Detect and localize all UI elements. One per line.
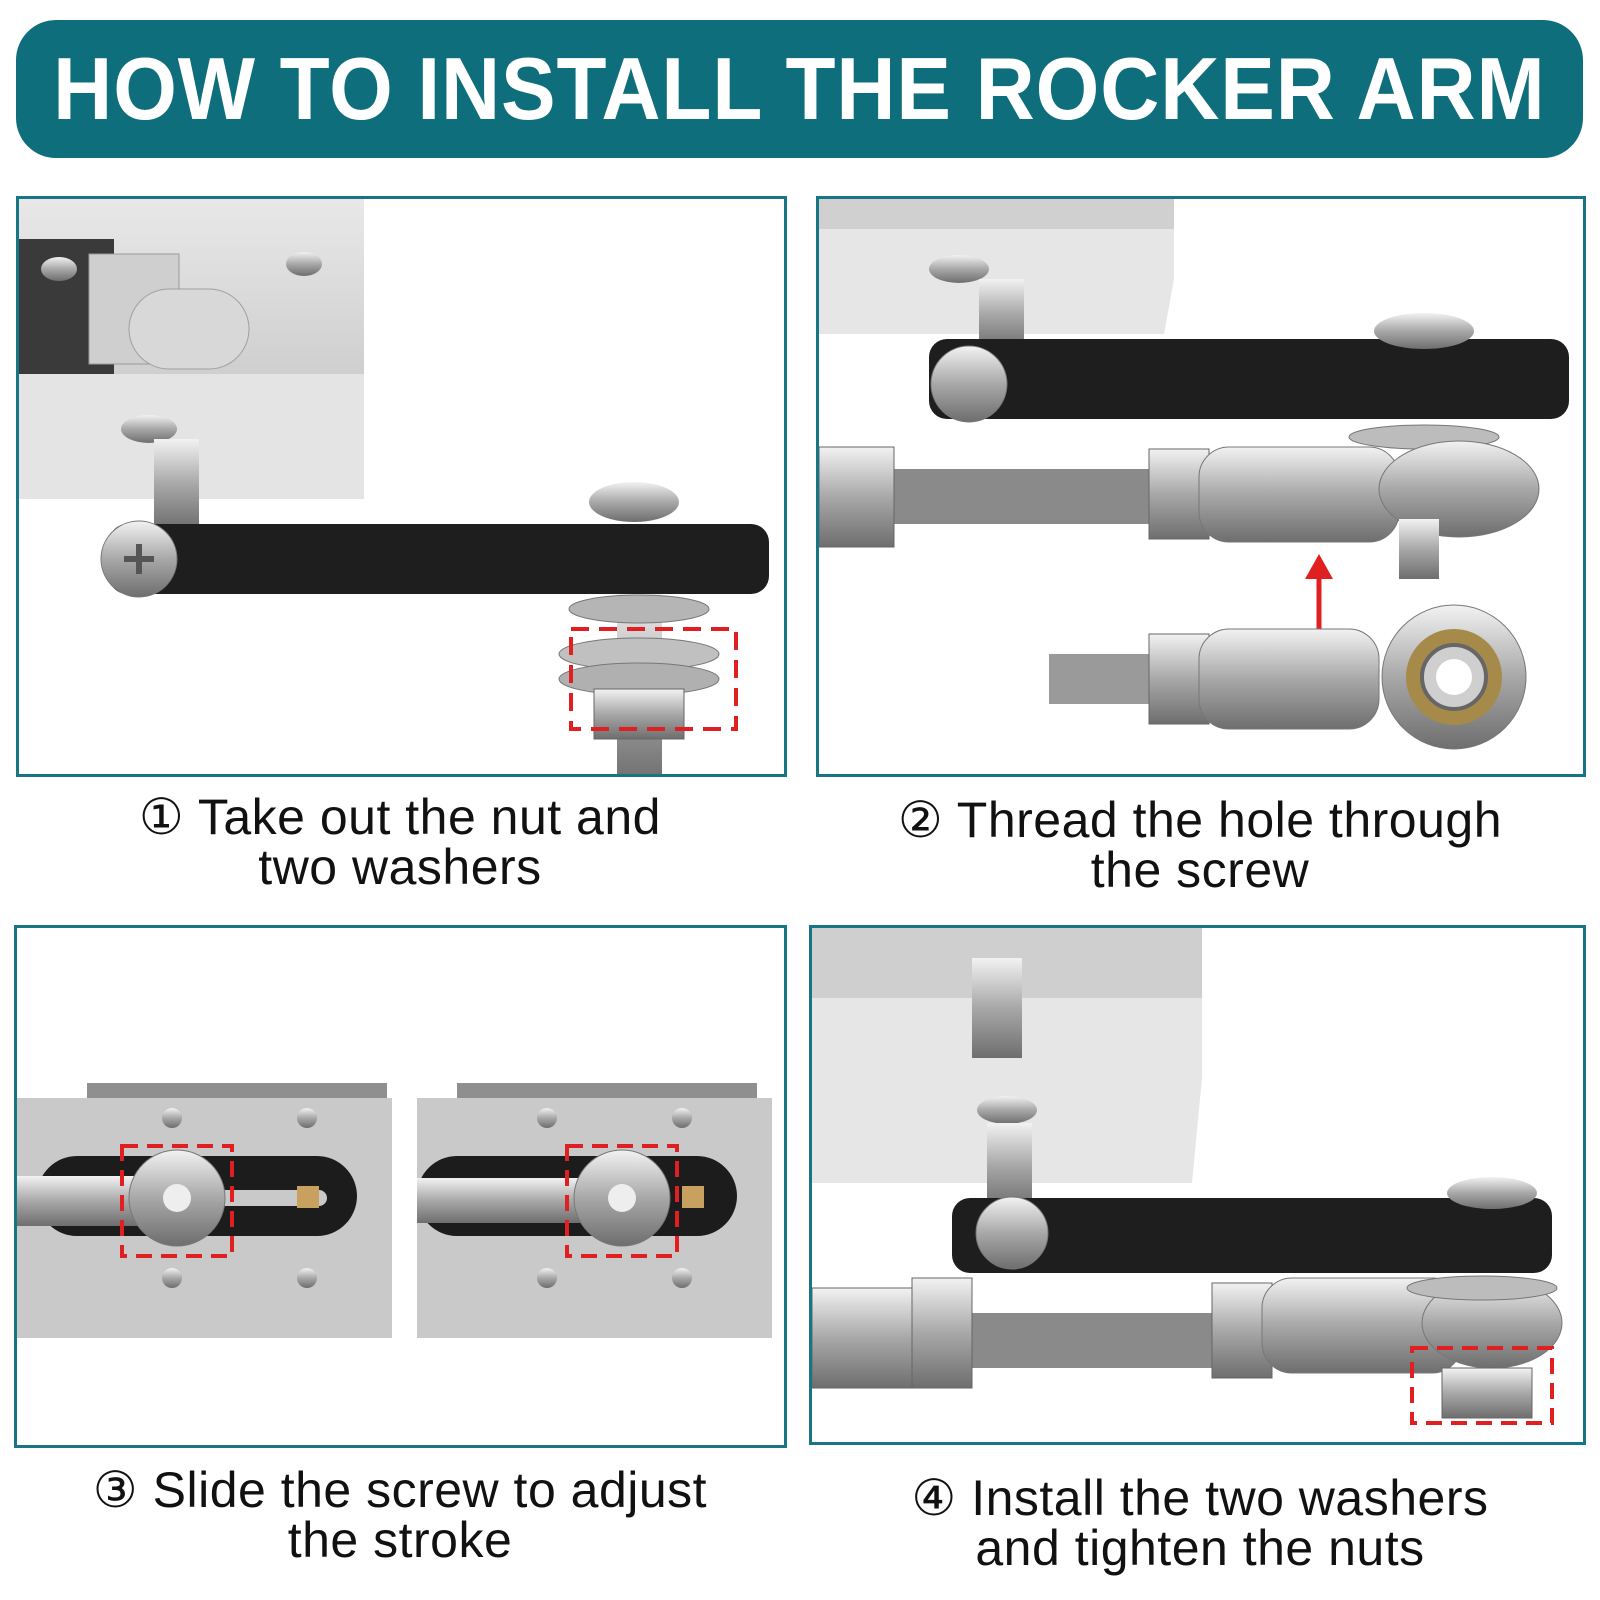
highlight-box	[569, 627, 738, 731]
step-2-illustration	[819, 199, 1569, 750]
step-3-caption: ③ Slide the screw to adjust the stroke	[20, 1465, 780, 1565]
step-1-illustration	[19, 199, 769, 774]
step-4-image	[809, 925, 1586, 1445]
up-arrow-icon	[1305, 554, 1333, 579]
step-4-line-2: and tighten the nuts	[975, 1520, 1425, 1576]
step-3-image	[14, 925, 787, 1448]
step-4-line-1: ④ Install the two washers	[911, 1470, 1489, 1526]
step-2-caption: ② Thread the hole through the screw	[830, 795, 1570, 895]
title-banner: HOW TO INSTALL THE ROCKER ARM	[16, 20, 1583, 158]
step-3-illustration	[17, 1083, 772, 1338]
step-2-line-1: ② Thread the hole through	[897, 792, 1503, 848]
step-2-line-2: the screw	[1090, 842, 1310, 898]
step-3-line-2: the stroke	[287, 1512, 513, 1568]
step-1-caption: ① Take out the nut and two washers	[40, 792, 760, 892]
step-3-line-1: ③ Slide the screw to adjust	[92, 1462, 708, 1518]
step-4-caption: ④ Install the two washers and tighten th…	[820, 1473, 1580, 1573]
step-1-line-1: ① Take out the nut and	[139, 789, 661, 845]
step-4-illustration	[812, 928, 1563, 1425]
step-2-image	[816, 196, 1586, 777]
step-1-image	[16, 196, 787, 777]
page-title: HOW TO INSTALL THE ROCKER ARM	[53, 39, 1546, 138]
step-1-line-2: two washers	[258, 839, 542, 895]
